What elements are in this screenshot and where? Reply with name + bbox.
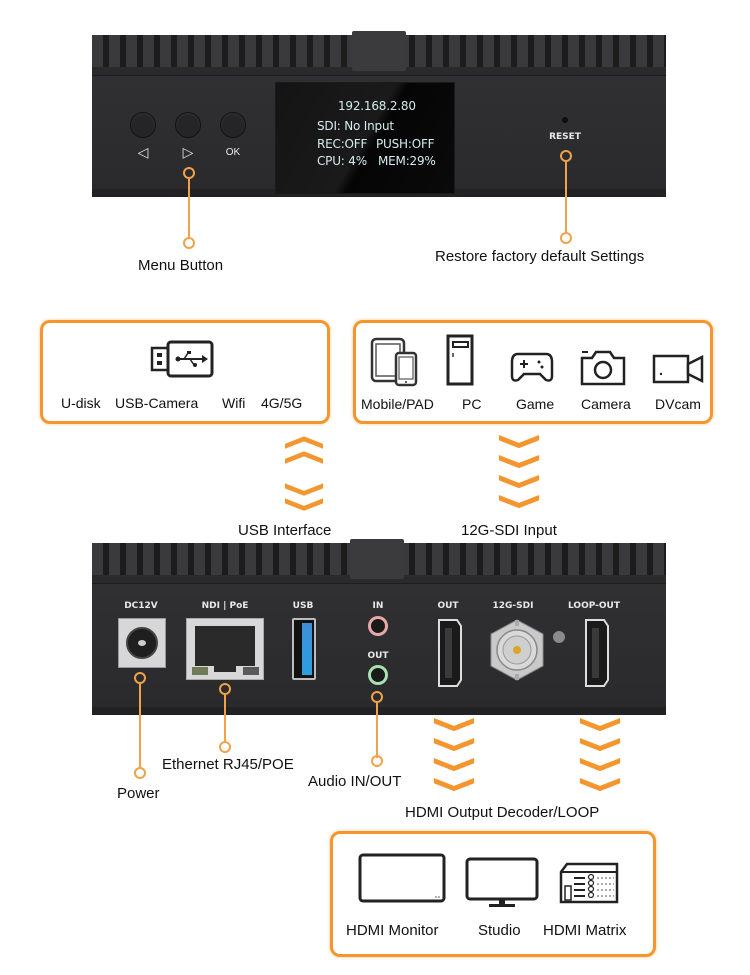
menu-callout-line — [188, 179, 190, 239]
rear-panel-base — [92, 707, 666, 715]
hdmi-output-label: HDMI Output Decoder/LOOP — [405, 804, 600, 821]
ndi-poe-label: NDI | PoE — [201, 601, 249, 611]
chevron-down-icon — [579, 718, 621, 732]
chevron-down-icon — [579, 778, 621, 792]
display-mem: MEM:29% — [378, 154, 436, 168]
link-led — [192, 667, 208, 675]
chevron-up-icon — [285, 451, 323, 464]
hdmi-dest-label-matrix: HDMI Matrix — [543, 922, 627, 939]
menu-right-button[interactable] — [175, 112, 201, 138]
chevron-down-icon — [285, 498, 323, 511]
pc-tower-icon — [446, 334, 474, 386]
display-ip: 192.168.2.80 — [338, 99, 416, 113]
chevron-down-icon — [498, 495, 540, 509]
desktop-monitor-icon — [465, 857, 539, 907]
chevron-down-icon — [433, 718, 475, 732]
ethernet-rj45-port[interactable] — [186, 618, 264, 680]
chevron-down-icon — [433, 778, 475, 792]
sdi-source-label-mobile: Mobile/PAD — [361, 396, 434, 412]
chevron-down-icon — [498, 435, 540, 449]
power-callout-ring-bottom — [134, 767, 146, 779]
hdmi-out-label: OUT — [437, 601, 459, 611]
sdi-source-label-dvcam: DVcam — [655, 396, 701, 412]
sdi-input-label: 12G-SDI Input — [461, 522, 557, 539]
usb-label-udisk: U-disk — [61, 395, 101, 411]
display-cpu: CPU: 4% — [317, 154, 367, 168]
hdmi-loop-out-port[interactable] — [584, 618, 610, 688]
reset-callout-ring-top — [560, 150, 572, 162]
display-push-status: PUSH:OFF — [376, 137, 435, 151]
sdi-source-label-game: Game — [516, 396, 555, 412]
audio-callout-line — [376, 703, 378, 758]
menu-left-button[interactable] — [130, 112, 156, 138]
monitor-icon — [358, 853, 446, 903]
usb-a-port[interactable] — [292, 618, 316, 680]
audio-out-label: OUT — [367, 651, 389, 661]
hdmi-dest-label-monitor: HDMI Monitor — [346, 922, 439, 939]
dc12v-label: DC12V — [124, 601, 158, 611]
chevron-up-icon — [285, 436, 323, 449]
chevron-down-icon — [498, 455, 540, 469]
display-rec-status: REC:OFF — [317, 137, 368, 151]
audio-in-label: IN — [372, 601, 384, 611]
ethernet-callout-ring-bottom — [219, 741, 231, 753]
camera-icon — [580, 350, 626, 386]
usb-drive-icon — [150, 340, 214, 378]
heatsink-tab-rear — [350, 539, 404, 579]
reset-caption: Restore factory default Settings — [435, 248, 645, 265]
usb-label-usb-camera: USB-Camera — [115, 395, 199, 411]
menu-callout-ring-bottom — [183, 237, 195, 249]
oled-display — [275, 82, 455, 194]
chevron-down-icon — [579, 758, 621, 772]
usb-interface-label: USB Interface — [238, 522, 332, 539]
audio-out-jack[interactable] — [368, 665, 388, 685]
ok-label: OK — [225, 147, 241, 158]
right-arrow-icon: ▷ — [182, 144, 194, 160]
display-sdi-status: SDI: No Input — [317, 119, 394, 133]
reset-callout-ring-bottom — [560, 232, 572, 244]
gamepad-icon — [510, 352, 554, 382]
power-caption: Power — [117, 785, 160, 802]
ethernet-callout-line — [224, 695, 226, 743]
reset-callout-line — [565, 162, 567, 232]
ethernet-caption: Ethernet RJ45/POE — [162, 756, 294, 773]
audio-in-jack[interactable] — [368, 616, 388, 636]
mobile-pad-icon — [370, 337, 418, 387]
reset-label: RESET — [549, 132, 581, 142]
rear-device: DC12V NDI | PoE USB IN OUT OUT 12G-SDI L… — [92, 539, 666, 715]
heatsink-tab — [352, 31, 406, 71]
usb-port-label: USB — [292, 601, 314, 611]
audio-callout-ring-bottom — [371, 755, 383, 767]
usb-label-wifi: Wifi — [222, 395, 246, 411]
sdi-bnc-connector[interactable] — [485, 618, 549, 682]
menu-ok-button[interactable] — [220, 112, 246, 138]
chevron-down-icon — [498, 475, 540, 489]
hdmi-dest-label-studio: Studio — [478, 922, 521, 939]
chevron-down-icon — [433, 738, 475, 752]
audio-callout-ring-top — [371, 691, 383, 703]
ethernet-callout-ring-top — [219, 683, 231, 695]
matrix-switcher-icon — [559, 862, 619, 904]
power-callout-ring-top — [134, 672, 146, 684]
power-callout-line — [139, 684, 141, 769]
sdi-source-label-pc: PC — [462, 396, 482, 412]
audio-caption: Audio IN/OUT — [308, 773, 402, 790]
usb-label-4g5g: 4G/5G — [261, 395, 303, 411]
dc-power-jack[interactable] — [118, 618, 166, 668]
front-device: ◁ ▷ OK 192.168.2.80 SDI: No Input REC:OF… — [92, 31, 666, 197]
activity-led — [243, 667, 259, 675]
sdi-port-label: 12G-SDI — [492, 601, 534, 611]
loop-out-label: LOOP-OUT — [568, 601, 620, 611]
left-arrow-icon: ◁ — [137, 144, 149, 160]
chevron-down-icon — [579, 738, 621, 752]
hdmi-out-port[interactable] — [437, 618, 463, 688]
chevron-down-icon — [433, 758, 475, 772]
video-camera-icon — [652, 354, 704, 384]
reset-pinhole[interactable] — [562, 117, 568, 123]
menu-button-caption: Menu Button — [138, 257, 224, 274]
menu-callout-ring-top — [183, 167, 195, 179]
sdi-source-label-camera: Camera — [581, 396, 631, 412]
status-led — [553, 631, 565, 643]
chevron-down-icon — [285, 483, 323, 496]
